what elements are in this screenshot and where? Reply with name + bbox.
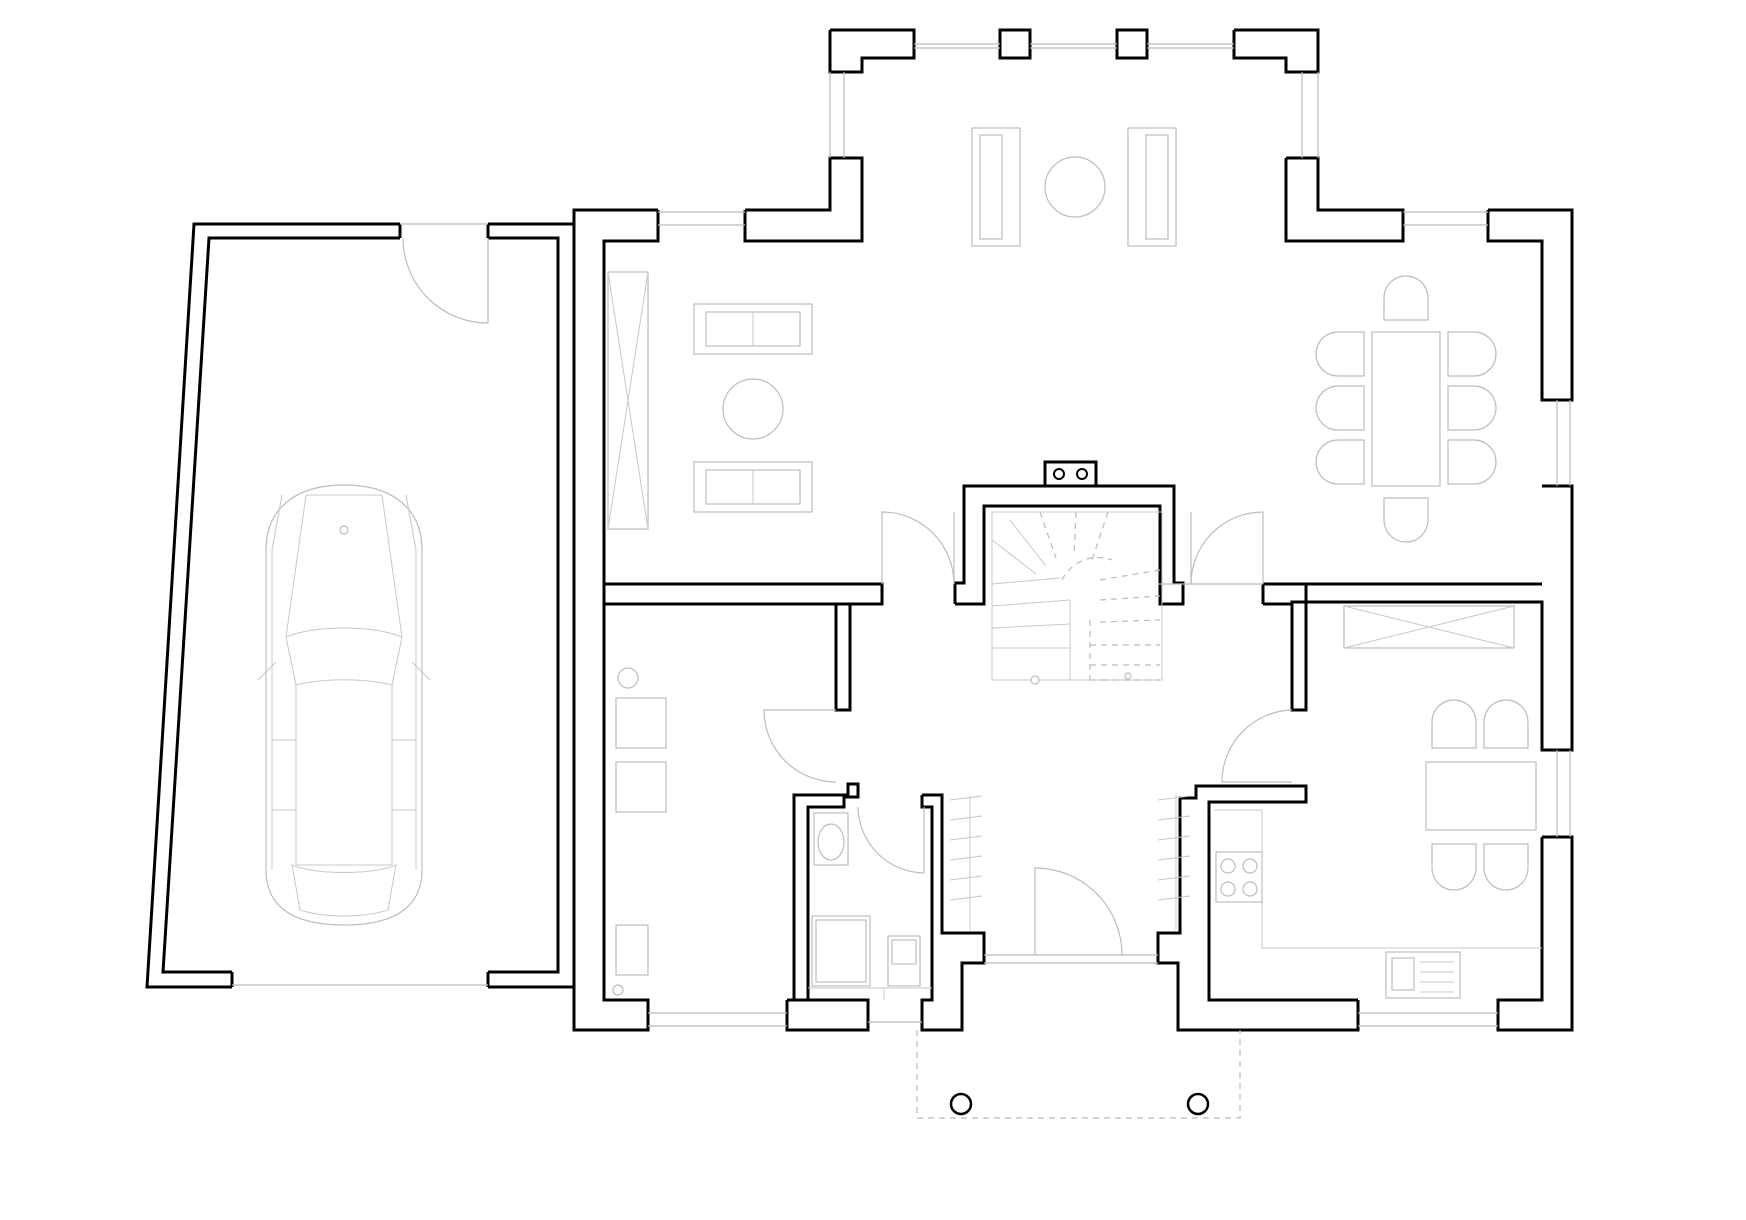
chair [1447, 439, 1497, 485]
wc-wall-left [792, 782, 860, 1000]
bay-wall-right-lower [1284, 156, 1405, 243]
living-door [881, 511, 955, 585]
windows [648, 43, 1571, 1027]
chair [1483, 699, 1529, 749]
bay-wall-right-top [1232, 28, 1320, 74]
chair [1431, 699, 1477, 749]
staircase [991, 511, 1163, 685]
washer [615, 697, 667, 749]
kitchen-wall-bottom [1156, 784, 1360, 1032]
chair [1431, 843, 1477, 891]
wc [808, 812, 932, 1000]
cabinet [615, 924, 649, 976]
garage-wall-outer [145, 222, 400, 989]
kitchen-door [1221, 709, 1293, 783]
bay-wall-left-lower [743, 156, 864, 243]
dining-table [1371, 331, 1441, 487]
chimney-flue [1076, 468, 1088, 480]
porch-outline [916, 1030, 1241, 1119]
garage-wall-right-outer [488, 222, 576, 989]
chimney-flue [1053, 468, 1065, 480]
doors [763, 511, 1293, 956]
utility-room [612, 667, 667, 996]
living-utility-wall [604, 582, 884, 606]
dining-wall-right-mid [1290, 484, 1574, 752]
hall [949, 795, 1191, 930]
dining-room [1315, 275, 1497, 543]
chair [1383, 275, 1429, 321]
chair [1315, 385, 1365, 431]
chair [1483, 843, 1529, 891]
bottom-wall-mid [785, 998, 870, 1032]
stair-wall [953, 484, 1185, 606]
round-coffee-table [722, 378, 784, 440]
bay-sitting-area [971, 127, 1177, 247]
front-door [1034, 867, 1123, 956]
utility-wall-right [834, 604, 852, 712]
chair [1315, 439, 1365, 485]
dining-wall-right-upper [1486, 208, 1574, 402]
wc-wall-right [920, 793, 986, 1032]
garage-door-swing [402, 237, 489, 324]
chair [1315, 331, 1365, 377]
chimney [1043, 460, 1098, 488]
chair [1383, 497, 1429, 543]
living-wall-left [572, 208, 660, 1032]
kitchen [1214, 605, 1542, 999]
wc-door [857, 806, 925, 874]
porch-column [949, 1092, 973, 1116]
dryer [615, 761, 667, 813]
chair [1447, 385, 1497, 431]
utility-door [763, 709, 837, 783]
house-walls [572, 28, 1574, 1032]
bay-pier [1115, 28, 1149, 60]
living-room [607, 271, 813, 530]
garage-wall-right-inner [488, 236, 560, 974]
porch-column [1186, 1092, 1210, 1116]
kitchen-wall-right-lower [1496, 835, 1574, 1032]
bay-wall-left-top [828, 28, 916, 74]
boiler [617, 667, 639, 689]
bay-pier [998, 28, 1032, 60]
chair [1447, 331, 1497, 377]
round-table [1044, 156, 1106, 218]
garage [145, 222, 576, 989]
garage-wall-inner [161, 236, 400, 974]
dining-door [1190, 511, 1264, 585]
car [257, 484, 431, 926]
porch [916, 1030, 1241, 1119]
kitchen-table [1425, 761, 1537, 831]
